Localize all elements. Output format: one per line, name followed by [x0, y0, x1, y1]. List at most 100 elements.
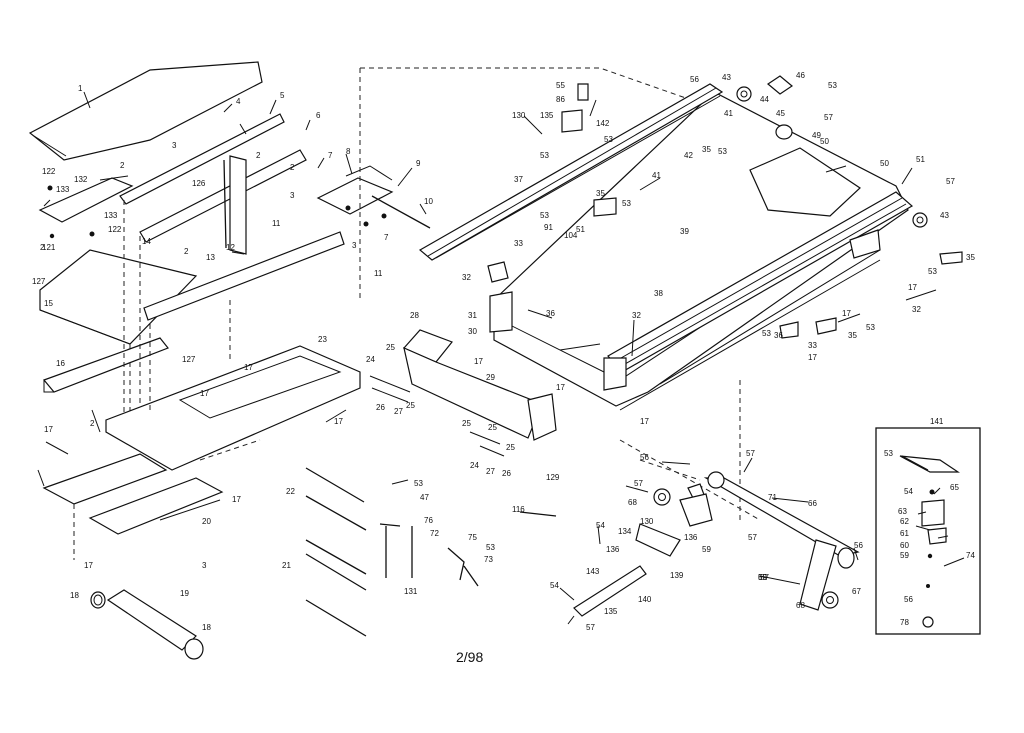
callout-label: 17: [244, 363, 253, 372]
callout-label: 73: [484, 555, 493, 564]
callout-label: 17: [640, 417, 649, 426]
callout-label: 3: [172, 141, 177, 150]
callout-label: 62: [900, 517, 909, 526]
callout-label: 51: [916, 155, 925, 164]
callout-label: 53: [540, 151, 549, 160]
treadmill-deck: [359, 67, 914, 411]
callout-label: 136: [684, 533, 698, 542]
callout-label: 1: [78, 84, 83, 93]
callout-label: 2: [256, 151, 261, 160]
callout-label: 53: [762, 329, 771, 338]
callout-label: 56: [690, 75, 699, 84]
callout-label: 54: [550, 581, 559, 590]
callout-label: 27: [486, 467, 495, 476]
callout-label: 38: [654, 289, 663, 298]
callout-label: 13: [206, 253, 215, 262]
callout-label: 39: [680, 227, 689, 236]
callout-label: 78: [900, 618, 909, 627]
base-plates: [42, 439, 261, 560]
callout-label: 22: [286, 487, 295, 496]
callout-label: 26: [502, 469, 511, 478]
callout-label: 53: [718, 147, 727, 156]
callout-label: 51: [576, 225, 585, 234]
callout-label: 130: [640, 517, 654, 526]
callout-label: 127: [32, 277, 46, 286]
callout-label: 25: [406, 401, 415, 410]
hood-bracket: [38, 175, 134, 239]
callout-label: 17: [808, 353, 817, 362]
callout-label: 36: [546, 309, 555, 318]
callout-label: 30: [468, 327, 477, 336]
callout-label: 35: [848, 331, 857, 340]
callout-label: 130: [512, 111, 526, 120]
callout-label: 14: [142, 237, 151, 246]
callout-label: 31: [468, 311, 477, 320]
callout-label: 68: [796, 601, 805, 610]
callout-label: 56: [904, 595, 913, 604]
callout-label: 133: [56, 185, 70, 194]
callout-label: 18: [70, 591, 79, 600]
callout-label: 65: [950, 483, 959, 492]
callout-label: 66: [808, 499, 817, 508]
callout-label: 10: [424, 197, 433, 206]
callout-label: 57: [634, 479, 643, 488]
callout-label: 41: [652, 171, 661, 180]
callout-label: 7: [384, 233, 389, 242]
callout-label: 104: [564, 231, 578, 240]
callout-label: 63: [898, 507, 907, 516]
callout-label: 17: [842, 309, 851, 318]
callout-label: 53: [486, 543, 495, 552]
callout-label: 135: [540, 111, 554, 120]
callout-label: 57: [746, 449, 755, 458]
callout-label: 47: [420, 493, 429, 502]
callout-label: 24: [366, 355, 375, 364]
callout-label: 3: [352, 241, 357, 250]
callout-label: 57: [824, 113, 833, 122]
callout-label: 28: [410, 311, 419, 320]
callout-label: 132: [74, 175, 88, 184]
callout-label: 35: [596, 189, 605, 198]
callout-label: 27: [394, 407, 403, 416]
callout-label: 53: [414, 479, 423, 488]
callout-label: 61: [900, 529, 909, 538]
callout-label: 18: [202, 623, 211, 632]
callout-label: 43: [940, 211, 949, 220]
callout-label: 6: [316, 111, 321, 120]
callout-label: 44: [760, 95, 769, 104]
callout-label: 53: [604, 135, 613, 144]
callout-label: 67: [852, 587, 861, 596]
callout-label: 116: [512, 505, 525, 514]
callout-label: 45: [776, 109, 785, 118]
callout-label: 7: [328, 151, 333, 160]
callout-label: 19: [180, 589, 189, 598]
callout-label: 54: [904, 487, 913, 496]
callout-label: 12: [226, 243, 235, 252]
callout-label: 37: [514, 175, 523, 184]
callout-label: 2: [290, 163, 295, 172]
callout-label: 36: [774, 331, 783, 340]
callout-label: 29: [486, 373, 495, 382]
callout-label: 139: [670, 571, 684, 580]
callout-label: 50: [820, 137, 829, 146]
callout-label: 56: [640, 453, 649, 462]
callout-label: 127: [182, 355, 196, 364]
callout-label: 50: [880, 159, 889, 168]
callout-label: 32: [462, 273, 471, 282]
loose-hardware: [305, 467, 557, 637]
callout-label: 71: [768, 493, 777, 502]
incline-assembly: [567, 380, 860, 625]
callout-label: 60: [900, 541, 909, 550]
base-frame: [105, 300, 361, 471]
callout-label: 20: [202, 517, 211, 526]
callout-label: 56: [854, 541, 863, 550]
callout-label: 17: [908, 283, 917, 292]
callout-label: 35: [702, 145, 711, 154]
callout-label: 55: [556, 81, 565, 90]
callout-label: 75: [468, 533, 477, 542]
callout-label: 54: [596, 521, 605, 530]
callout-label: 143: [586, 567, 600, 576]
callout-label: 17: [334, 417, 343, 426]
page-number: 2/98: [456, 649, 483, 665]
